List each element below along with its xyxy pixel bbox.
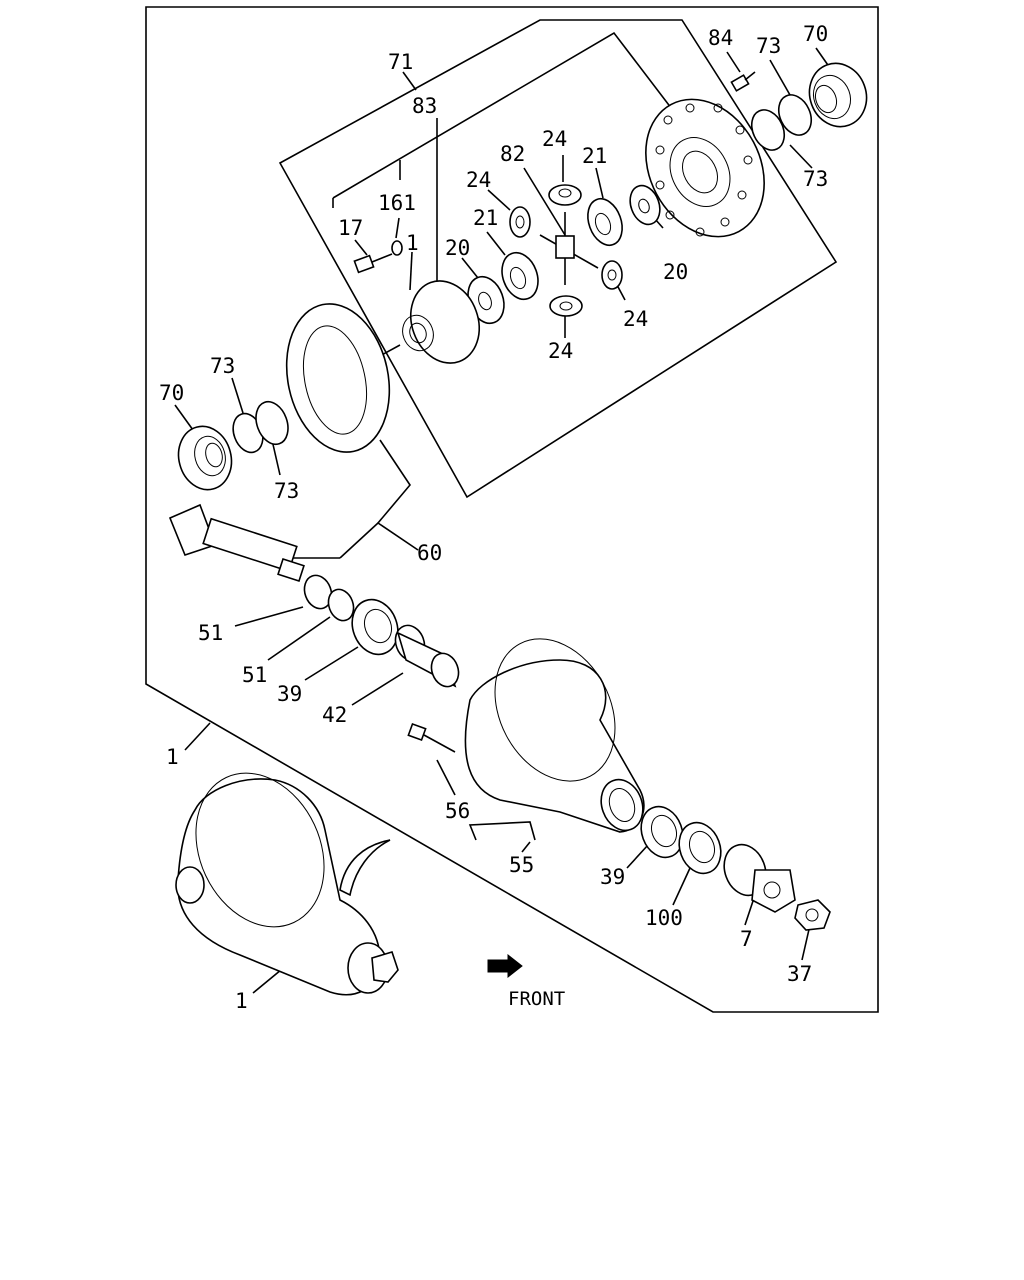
shim-73-top-b	[750, 109, 786, 151]
leader-73-top	[769, 59, 791, 96]
bolt-84	[730, 71, 756, 92]
leader-70-left	[174, 404, 194, 431]
leader-20-left	[461, 257, 479, 279]
leader-24-left	[487, 189, 511, 211]
callout-42: 42	[322, 703, 347, 727]
oil-seal-100	[678, 821, 722, 875]
front-arrow-icon	[487, 953, 523, 979]
callout-21-right: 21	[582, 144, 607, 168]
leader-55b	[521, 841, 531, 853]
callout-20-right: 20	[663, 260, 688, 284]
callout-73-top-a: 73	[756, 34, 781, 58]
leader-73-left-b	[271, 439, 281, 476]
callout-24-left: 24	[466, 168, 491, 192]
front-label: FRONT	[508, 988, 565, 1010]
leader-71	[402, 71, 417, 91]
leader-21-right	[595, 167, 604, 199]
callout-1-frame: 1	[166, 745, 179, 769]
callout-82: 82	[500, 142, 525, 166]
pinion-gear-24-left	[509, 206, 531, 238]
leader-73-top-b	[789, 144, 813, 169]
callout-51-a: 51	[198, 621, 223, 645]
callout-21-left: 21	[473, 206, 498, 230]
leader-24-lower-right	[616, 284, 626, 301]
leader-60	[376, 439, 419, 551]
leader-55	[468, 821, 536, 841]
side-gear-21-right	[587, 197, 623, 247]
side-gear-21-left	[501, 251, 539, 301]
bearing-70-top	[808, 62, 868, 128]
leader-51-a	[234, 606, 304, 627]
callout-84: 84	[708, 26, 733, 50]
outer-frame	[145, 6, 879, 1013]
nut-37	[794, 899, 831, 931]
callout-55: 55	[509, 853, 534, 877]
callout-73-left-a: 73	[210, 354, 235, 378]
leader-51-b	[267, 616, 331, 661]
leader-1-inner	[409, 251, 413, 291]
shim-73-left-b	[255, 400, 289, 446]
callout-24-bottom: 24	[548, 339, 573, 363]
callout-71: 71	[388, 50, 413, 74]
leader-1-frame	[184, 722, 211, 751]
leader-17	[354, 239, 368, 256]
bolt-17	[353, 253, 393, 274]
callout-37: 37	[787, 962, 812, 986]
assembled-differential-1	[175, 772, 399, 996]
bearing-70-left	[177, 425, 233, 491]
callout-1-assembly: 1	[235, 989, 248, 1013]
leader-39-b	[626, 844, 649, 869]
shim-51-a	[303, 574, 333, 610]
callout-161: 161	[378, 191, 416, 215]
spacer-42	[394, 624, 460, 688]
callout-24-lower-right: 24	[623, 307, 648, 331]
leader-21-left	[486, 231, 506, 256]
shim-51-b	[327, 588, 355, 622]
bolt-56	[407, 722, 456, 753]
drive-pinion-shaft	[168, 503, 305, 583]
callout-39-a: 39	[277, 682, 302, 706]
callout-20-left: 20	[445, 236, 470, 260]
leader-100	[672, 867, 691, 906]
callout-100: 100	[645, 906, 683, 930]
inner-bracket-83	[332, 31, 679, 199]
callout-17: 17	[338, 216, 363, 240]
carrier-housing-55	[464, 638, 645, 833]
callout-70-left: 70	[159, 381, 184, 405]
leader-84	[726, 51, 741, 73]
callout-56: 56	[445, 799, 470, 823]
leader-60b	[339, 522, 379, 559]
flange-7	[723, 843, 796, 913]
bearing-39-front	[351, 598, 399, 656]
callout-39-b: 39	[600, 865, 625, 889]
callout-51-b: 51	[242, 663, 267, 687]
callout-24-top: 24	[542, 127, 567, 151]
leader-161b	[395, 217, 400, 239]
ring-gear	[285, 303, 391, 453]
callout-70-top: 70	[803, 22, 828, 46]
pinion-gear-24-bottom	[549, 295, 583, 317]
bearing-39-rear	[640, 805, 684, 859]
shim-73-top-a	[777, 94, 813, 136]
pinion-gear-24-lower-right	[601, 260, 623, 290]
lock-plate-161	[391, 240, 403, 256]
callout-73-top-b: 73	[803, 167, 828, 191]
thrust-washer-20-right	[629, 184, 661, 226]
leader-73-left	[231, 377, 244, 414]
leader-39-a	[304, 646, 359, 681]
leader-37	[801, 924, 811, 961]
leader-82	[523, 167, 566, 236]
callout-1-inner: 1	[406, 231, 419, 255]
cross-shaft-82	[539, 212, 599, 285]
callout-73-left-b: 73	[274, 479, 299, 503]
callout-83: 83	[412, 94, 437, 118]
callout-60: 60	[417, 541, 442, 565]
callout-7: 7	[740, 927, 753, 951]
pinion-gear-24-top	[548, 184, 582, 206]
leader-56	[436, 759, 456, 796]
differential-case-flange	[645, 98, 765, 238]
leader-42	[351, 672, 404, 706]
